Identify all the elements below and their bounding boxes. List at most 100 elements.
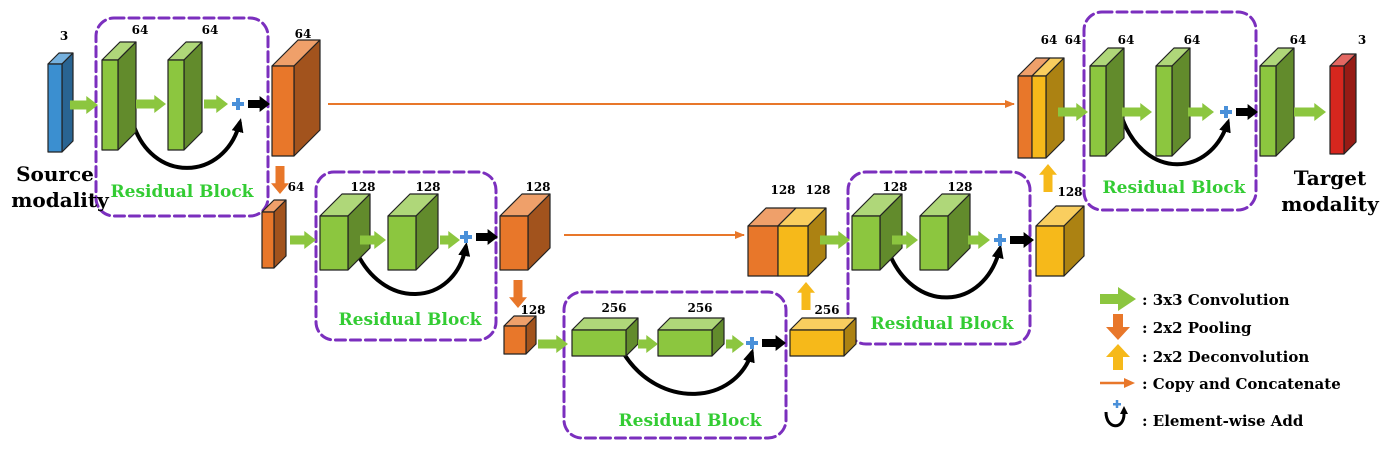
channel-label-enc2-conv-b: 128	[415, 180, 440, 194]
enc2-out	[499, 193, 551, 271]
legend-add-icon	[1104, 400, 1128, 428]
residual-block-label-enc1: Residual Block	[111, 182, 255, 202]
arrow-enc2-add-out	[476, 229, 498, 245]
channel-label-bott-conv-b: 256	[687, 301, 712, 315]
channel-label-dec1-conv-b: 64	[1184, 33, 1201, 47]
conv-arrow-bott-internal	[638, 335, 658, 353]
residual-block-label-enc2: Residual Block	[339, 310, 483, 330]
channel-label-dec2-conv-b: 128	[947, 180, 972, 194]
add-enc2	[460, 231, 472, 243]
dec2-conv-b	[919, 193, 971, 271]
channel-label-enc2-conv-a: 128	[350, 180, 375, 194]
skip-curve-bott	[622, 348, 755, 396]
pool-arrow-level2	[509, 280, 527, 308]
legend-conv-label: : 3x3 Convolution	[1142, 291, 1290, 309]
conv-arrow-dec1-internal	[1122, 103, 1152, 121]
channel-label-dec1-cat-b: 64	[1065, 33, 1082, 47]
conv-arrow-dec2-internal	[892, 231, 918, 249]
conv-arrow-in-enc1	[70, 96, 98, 114]
channel-label-enc1-conv-b: 64	[202, 23, 219, 37]
legend: : 3x3 Convolution : 2x2 Pooling : 2x2 De…	[1100, 287, 1341, 430]
bott-in	[503, 315, 537, 355]
add-dec2	[994, 234, 1006, 246]
bott-conv-a	[571, 317, 639, 357]
bott-up	[789, 317, 857, 357]
dec1-cat-b	[1031, 57, 1065, 159]
conv-arrow-enc2-internal	[360, 231, 386, 249]
legend-pool-icon	[1106, 314, 1130, 340]
channel-label-dec2-out: 128	[1057, 185, 1082, 199]
dec1-conv-b	[1155, 47, 1191, 157]
channel-label-enc1-out: 64	[295, 27, 312, 41]
conv-arrow-in-enc2	[290, 231, 316, 249]
channel-label-dec1-cat-a: 64	[1041, 33, 1058, 47]
enc2-conv-b	[387, 193, 439, 271]
channel-label-dec1-final: 64	[1290, 33, 1307, 47]
enc1-out	[271, 39, 321, 157]
add-dec1	[1220, 106, 1232, 118]
input-volume	[47, 52, 74, 153]
conv-arrow-dec1-to-add	[1188, 103, 1214, 121]
residual-block-frame-enc1	[94, 16, 270, 218]
target-modality-label: Target	[1294, 166, 1367, 190]
residual-block-frame-bott	[562, 290, 788, 440]
enc1-conv-b	[167, 41, 203, 151]
skip-curve-dec1	[1120, 117, 1231, 167]
conv-arrow-dec2-to-add	[968, 231, 990, 249]
conv-arrow-enc2-to-add	[440, 231, 460, 249]
skip-curve-enc1	[130, 118, 244, 170]
residual-block-frame-dec2	[846, 170, 1032, 346]
enc1-conv-a	[101, 41, 137, 151]
channel-label-enc2-in: 64	[288, 180, 305, 194]
residual-block-label-dec1: Residual Block	[1103, 178, 1247, 198]
skip-curve-enc2	[352, 242, 471, 296]
skip-curve-dec2	[886, 244, 1004, 300]
conv-arrow-in-bott	[538, 335, 568, 353]
arrow-dec2-add-out	[1010, 232, 1034, 248]
arrow-enc1-add-out	[248, 96, 270, 112]
bott-conv-b	[657, 317, 725, 357]
pool-arrow-level1	[271, 166, 289, 194]
enc2-in	[261, 199, 287, 269]
legend-copy-label: : Copy and Concatenate	[1142, 375, 1341, 393]
legend-pool-label: : 2x2 Pooling	[1142, 319, 1252, 337]
source-modality-label: Source	[16, 162, 94, 186]
dec2-conv-a	[851, 193, 903, 271]
flow-arrows	[70, 95, 1326, 353]
skip-curves	[130, 117, 1231, 396]
legend-deconv-icon	[1106, 344, 1130, 370]
dec1-final	[1259, 47, 1295, 157]
add-bott	[746, 337, 758, 349]
deconv-arrow-level3	[797, 282, 815, 310]
channel-label-dec1-conv-a: 64	[1118, 33, 1135, 47]
enc2-conv-a	[319, 193, 371, 271]
channel-label-enc1-conv-a: 64	[132, 23, 149, 37]
output-volume	[1329, 53, 1357, 155]
conv-arrow-in-dec2	[820, 231, 850, 249]
conv-arrow-in-dec1	[1058, 103, 1088, 121]
channel-label-enc2-out: 128	[525, 180, 550, 194]
source-modality-label-line2: modality	[11, 188, 110, 212]
legend-add-label: : Element-wise Add	[1142, 412, 1304, 430]
dec2-cat-b	[777, 207, 827, 277]
channel-label-dec2-conv-a: 128	[882, 180, 907, 194]
residual-block-label-dec2: Residual Block	[871, 314, 1015, 334]
channel-label-dec2-cat-b: 128	[805, 183, 830, 197]
residual-block-frame-enc2	[314, 170, 498, 342]
legend-conv-icon	[1100, 287, 1136, 311]
target-modality-label-line2: modality	[1281, 192, 1380, 216]
arrow-dec1-add-out	[1236, 104, 1258, 120]
feature-maps	[47, 39, 1357, 357]
deconv-arrow-level2	[1039, 164, 1057, 192]
dec2-out	[1035, 205, 1085, 277]
legend-copy-icon	[1100, 378, 1135, 388]
conv-arrow-dec1-final	[1294, 103, 1326, 121]
conv-arrow-enc1-to-add	[204, 95, 228, 113]
channel-label-bott-in: 128	[520, 303, 545, 317]
channel-label-bott-conv-a: 256	[601, 301, 626, 315]
add-enc1	[232, 98, 244, 110]
residual-block-label-bott: Residual Block	[619, 411, 763, 431]
legend-deconv-label: : 2x2 Deconvolution	[1142, 348, 1309, 366]
conv-arrow-enc1-internal	[136, 95, 166, 113]
